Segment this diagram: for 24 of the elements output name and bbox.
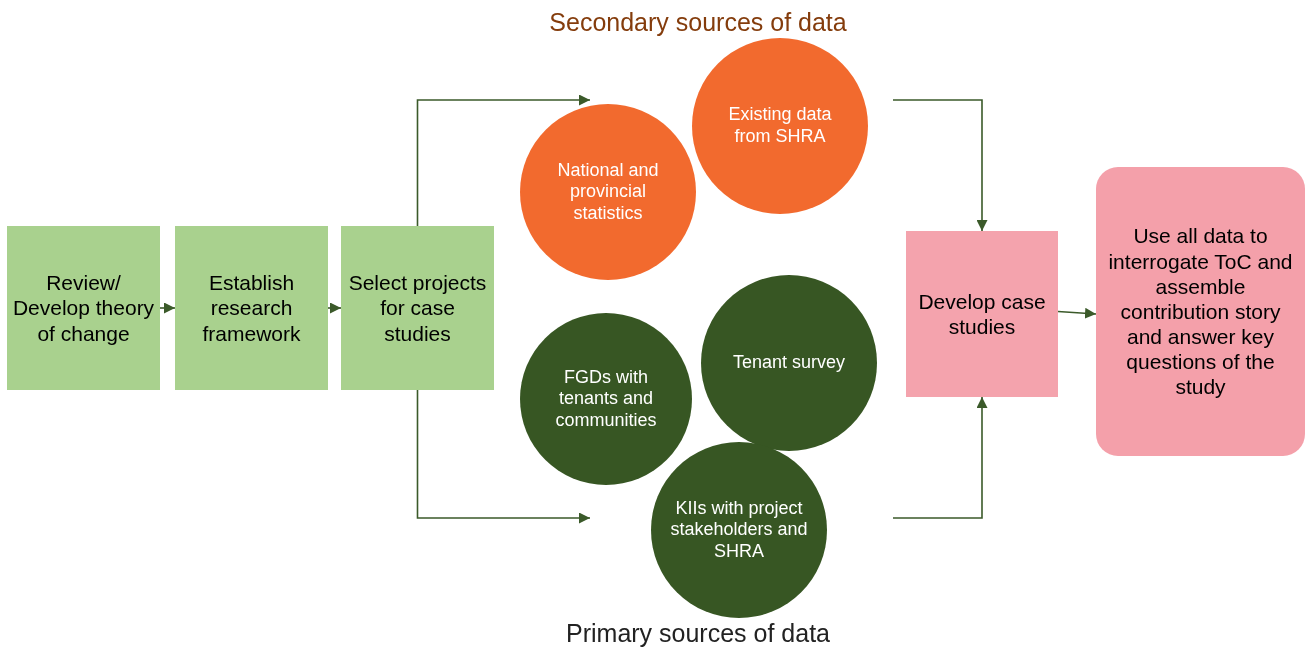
node-text: Use all data to interrogate ToC and assemble contribution story and answer key questions of the study — [1107, 223, 1294, 400]
arrow — [416, 389, 591, 524]
group-heading: Secondary sources of data — [549, 7, 847, 37]
node-text: KIIs with project stakeholders and SHRA — [669, 497, 809, 563]
process-box — [7, 226, 160, 390]
node-text: Establish research framework — [201, 270, 302, 346]
node-text: FGDs with tenants and communities — [554, 366, 658, 432]
process-box — [906, 231, 1058, 397]
arrow — [159, 302, 176, 314]
node-text: Review/ Develop theory of change — [11, 270, 156, 346]
arrow — [327, 302, 342, 314]
process-box — [341, 226, 494, 390]
node-text: Develop case studies — [917, 288, 1047, 340]
outcome-box — [1096, 167, 1305, 456]
node-text: National and provincial statistics — [556, 159, 660, 225]
arrow — [892, 99, 988, 232]
node-text: Tenant survey — [732, 352, 846, 374]
node-text: Select projects for case studies — [347, 270, 488, 346]
group-heading: Primary sources of data — [566, 618, 830, 647]
node-text: Existing data from SHRA — [727, 104, 833, 148]
arrow — [1057, 307, 1097, 319]
process-box — [175, 226, 328, 390]
arrow — [892, 396, 988, 519]
arrow — [416, 94, 591, 227]
